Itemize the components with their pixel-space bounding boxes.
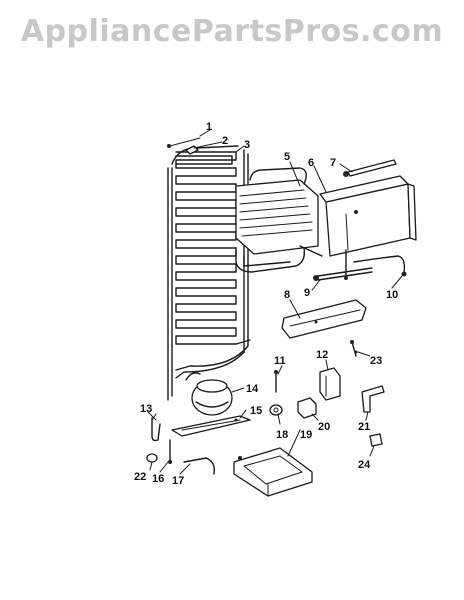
callout-24: 24	[358, 459, 371, 471]
screw-part-1	[167, 137, 201, 148]
heater-part-9	[313, 267, 373, 281]
callout-10: 10	[386, 289, 398, 301]
callout-5: 5	[284, 151, 290, 163]
callout-16: 16	[152, 473, 164, 485]
bracket-part-13	[147, 411, 161, 442]
evaporator-part-5	[235, 167, 323, 273]
callout-1: 1	[206, 121, 212, 133]
screw-part-11	[274, 370, 278, 393]
callout-3: 3	[244, 139, 250, 151]
callout-7: 7	[330, 157, 336, 169]
screw-part-23	[350, 340, 358, 357]
drain-tube-part-7	[343, 159, 397, 177]
callout-13: 13	[140, 403, 152, 415]
callout-8: 8	[284, 289, 290, 301]
callout-14: 14	[246, 383, 259, 395]
evaporator-cover-part-6	[319, 175, 417, 257]
wire-part-10	[345, 249, 407, 277]
grommet-part-22	[146, 453, 158, 463]
drain-pan-part-19	[233, 447, 313, 497]
callout-labels: 1 2 3 5 6 7 8 9 10 11 12 13 14 15 16 17 …	[134, 121, 398, 487]
callout-11: 11	[274, 355, 286, 367]
drain-trough-part-8	[281, 299, 367, 339]
callout-2: 2	[222, 135, 228, 147]
callout-9: 9	[304, 287, 310, 299]
clip-part-24	[369, 433, 383, 447]
callout-18: 18	[276, 429, 288, 441]
callout-12: 12	[316, 349, 328, 361]
callout-17: 17	[172, 475, 184, 487]
callout-23: 23	[370, 355, 382, 367]
callout-21: 21	[358, 421, 370, 433]
tube-part-16	[168, 439, 172, 464]
base-plate-part-15	[171, 415, 251, 437]
callout-15: 15	[250, 405, 262, 417]
condenser-coil	[167, 145, 251, 401]
grommet-part-18	[269, 404, 283, 416]
callout-6: 6	[308, 157, 314, 169]
relay-cover-part-12	[319, 367, 341, 401]
compressor-part-14	[185, 372, 233, 416]
callout-22: 22	[134, 471, 146, 483]
bracket-part-21	[361, 385, 385, 413]
callout-20: 20	[318, 421, 330, 433]
tube-part-17	[183, 457, 216, 475]
watermark-text: AppliancePartsPros.com	[20, 14, 444, 49]
relay-part-20	[297, 397, 317, 419]
leader-lines	[149, 129, 403, 475]
callout-19: 19	[300, 429, 312, 441]
